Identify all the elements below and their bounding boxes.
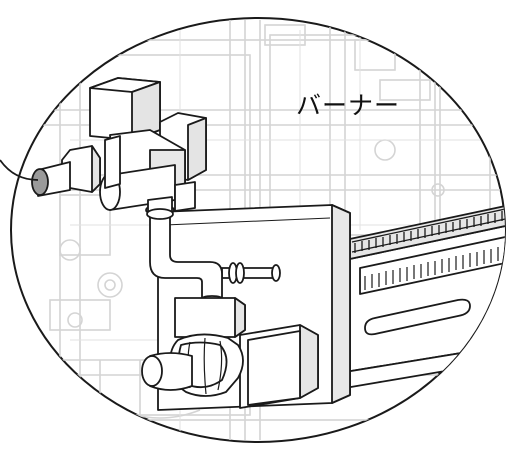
gas-valve-assembly [31, 77, 207, 220]
lower-valve [141, 297, 319, 409]
burner-label: バーナー [296, 91, 401, 120]
burner-ports [351, 207, 505, 253]
callout-leader-line [0, 159, 39, 181]
